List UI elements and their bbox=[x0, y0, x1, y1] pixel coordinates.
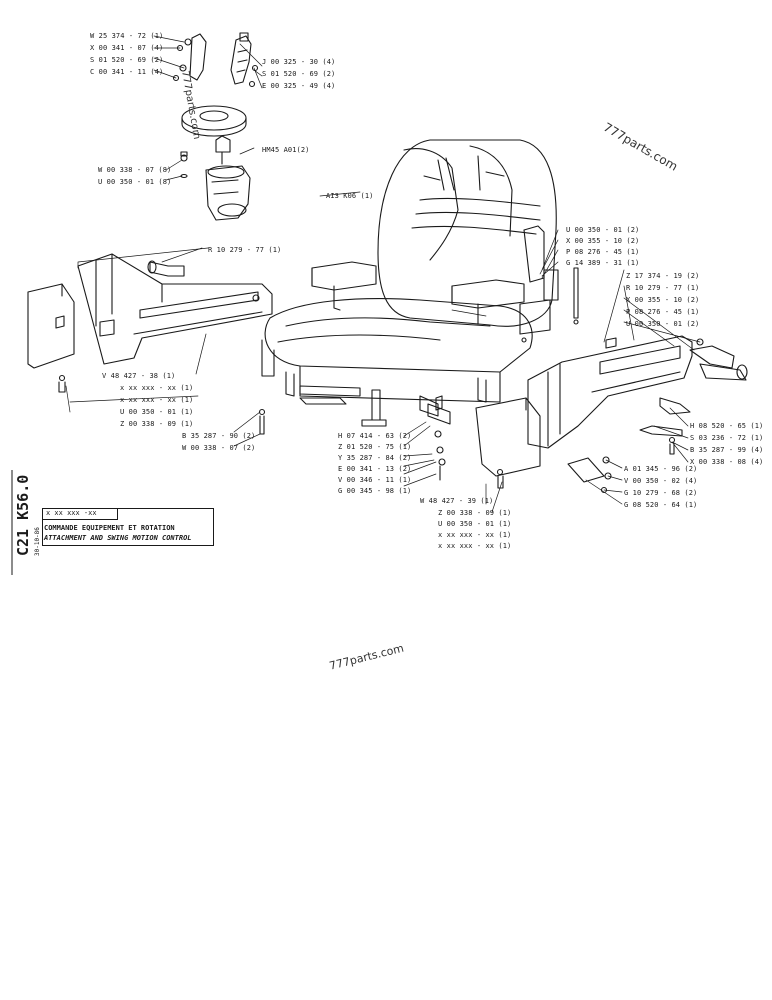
callout-right-upper-1: X 00 355 - 10 (2) bbox=[566, 237, 640, 245]
callout-right-lower-1: S 03 236 - 72 (1) bbox=[690, 434, 764, 442]
seat-cushion bbox=[261, 298, 533, 403]
title-english: ATTACHMENT AND SWING MOTION CONTROL bbox=[44, 534, 192, 542]
callout-right-mid-0: Z 17 374 - 19 (2) bbox=[626, 272, 700, 280]
callout-left-bottom-0: V 48 427 - 38 (1) bbox=[102, 372, 176, 380]
part-code-box bbox=[42, 508, 118, 520]
callout-under-seat-center-3: E 00 341 - 13 (2) bbox=[338, 465, 412, 473]
callout-right-bottom-0: A 01 345 - 96 (2) bbox=[624, 465, 698, 473]
left-cover bbox=[27, 283, 75, 393]
callout-left-bottom-2: x xx xxx - xx (1) bbox=[120, 396, 194, 404]
leader-lines bbox=[65, 35, 701, 513]
callout-screws-left-0: W 00 338 - 07 (8) bbox=[98, 166, 172, 174]
joystick-handle bbox=[172, 32, 259, 88]
callout-right-upper-0: U 00 350 - 01 (2) bbox=[566, 226, 640, 234]
callout-joystick: HM45 A01(2) bbox=[262, 146, 310, 154]
right-cover bbox=[475, 397, 541, 489]
callout-left-bottom-1: x xx xxx - xx (1) bbox=[120, 384, 194, 392]
callout-under-seat-center-1: Z 01 520 - 75 (1) bbox=[338, 443, 412, 451]
joystick-valve bbox=[180, 135, 251, 221]
callout-right-bottom-3: G 08 520 - 64 (1) bbox=[624, 501, 698, 509]
drawing-date: 30-10-86 bbox=[34, 527, 41, 556]
callout-left-bottom-4: Z 00 338 - 09 (1) bbox=[120, 420, 194, 428]
callout-right-lower-2: B 35 287 - 99 (4) bbox=[690, 446, 764, 454]
callout-right-bottom-center-4: x xx xxx - xx (1) bbox=[438, 542, 512, 550]
callout-under-seat-center-4: V 00 346 - 11 (1) bbox=[338, 476, 412, 484]
part-code: x xx xxx -xx bbox=[46, 509, 97, 517]
callout-left-arm-top: R 10 279 - 77 (1) bbox=[208, 246, 282, 254]
callout-top-left-2: S 01 520 - 69 (2) bbox=[90, 56, 164, 64]
callout-right-bottom-2: G 10 279 - 68 (2) bbox=[624, 489, 698, 497]
callout-seat: AI3 K06 (1) bbox=[326, 192, 374, 200]
callout-right-bottom-1: V 00 350 - 02 (4) bbox=[624, 477, 698, 485]
boot-ring bbox=[181, 105, 247, 137]
callout-right-upper-2: P 08 276 - 45 (1) bbox=[566, 248, 640, 256]
callout-under-seat-left-1: W 00 338 - 07 (2) bbox=[182, 444, 256, 452]
callout-right-mid-1: R 10 279 - 77 (1) bbox=[626, 284, 700, 292]
callout-right-bottom-center-2: U 00 350 - 01 (1) bbox=[438, 520, 512, 528]
callout-top-left-3: C 00 341 - 11 (4) bbox=[90, 68, 164, 76]
right-console bbox=[527, 335, 748, 494]
callout-top-left-1: X 00 341 - 07 (4) bbox=[90, 44, 164, 52]
callout-right-bottom-center-3: x xx xxx - xx (1) bbox=[438, 531, 512, 539]
callout-left-bottom-3: U 00 350 - 01 (1) bbox=[120, 408, 194, 416]
title-block-frame bbox=[42, 508, 214, 546]
callout-top-left-0: W 25 374 - 72 (1) bbox=[90, 32, 164, 40]
callout-right-mid-3: P 08 276 - 45 (1) bbox=[626, 308, 700, 316]
callout-right-mid-2: X 00 355 - 10 (2) bbox=[626, 296, 700, 304]
armrests bbox=[311, 225, 545, 325]
seat-backrest bbox=[377, 139, 557, 327]
callout-top-right-2: E 00 325 - 49 (4) bbox=[262, 82, 336, 90]
drawing-reference: C21 K56.0 bbox=[14, 474, 32, 556]
callout-under-seat-center-5: G 00 345 - 98 (1) bbox=[338, 487, 412, 495]
callout-top-right-0: J 00 325 - 30 (4) bbox=[262, 58, 336, 66]
callout-screws-left-1: U 00 350 - 01 (8) bbox=[98, 178, 172, 186]
callout-under-seat-center-2: Y 35 287 - 84 (2) bbox=[338, 454, 412, 462]
callout-right-upper-3: G 14 389 - 31 (1) bbox=[566, 259, 640, 267]
callout-under-seat-left-0: B 35 287 - 90 (2) bbox=[182, 432, 256, 440]
title-french: COMMANDE EQUIPEMENT ET ROTATION bbox=[44, 524, 175, 532]
callout-under-seat-center-0: H 07 414 - 63 (2) bbox=[338, 432, 412, 440]
callout-right-bottom-center-0: W 48 427 - 39 (1) bbox=[420, 497, 494, 505]
callout-right-lower-0: H 08 520 - 65 (1) bbox=[690, 422, 764, 430]
callout-top-right-1: S 01 520 - 69 (2) bbox=[262, 70, 336, 78]
callout-right-mid-4: U 00 350 - 01 (2) bbox=[626, 320, 700, 328]
seat-base bbox=[285, 267, 579, 427]
callout-right-lower-3: X 00 338 - 08 (4) bbox=[690, 458, 764, 466]
left-console bbox=[77, 253, 273, 365]
callout-right-bottom-center-1: Z 00 338 - 09 (1) bbox=[438, 509, 512, 517]
